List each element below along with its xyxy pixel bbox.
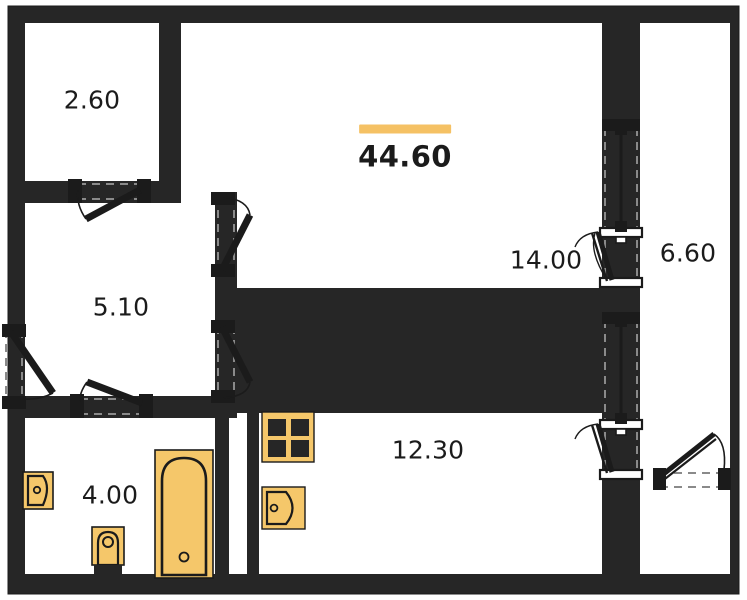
total-area-value: 44.60 bbox=[358, 139, 452, 174]
internal-walls bbox=[25, 23, 640, 586]
arc-hall-kitchen bbox=[223, 381, 251, 399]
wall-v-bedroomsmall-living bbox=[159, 23, 181, 192]
jamb-bedroom-small-left bbox=[68, 179, 82, 203]
leaf-hall-living bbox=[218, 213, 254, 272]
bathtub-icon bbox=[154, 449, 214, 579]
wall-v-corridor-right bbox=[247, 404, 259, 586]
wall-h-kitchen-bedroom bbox=[431, 288, 612, 318]
room-floor-living-ext bbox=[431, 23, 602, 288]
jamb-hall-kitchen-bottom bbox=[211, 390, 235, 403]
latch-balcony-upper-mid bbox=[615, 221, 627, 232]
total-area-badge: 44.60 bbox=[358, 124, 452, 174]
arc-entrance bbox=[23, 392, 54, 400]
handle-balcony-lower bbox=[615, 428, 627, 436]
arc-bedroom-balcony bbox=[713, 433, 726, 471]
wall-v-balcony-upper bbox=[602, 23, 640, 126]
jamb-entrance-bottom bbox=[2, 396, 26, 409]
total-area-accent-bar bbox=[358, 124, 451, 134]
room-label-bathroom: 4.00 bbox=[81, 480, 139, 510]
jamb-hall-living-top bbox=[211, 192, 235, 205]
wall-h-living-bedroom bbox=[227, 288, 431, 306]
balcony-glazing bbox=[574, 119, 644, 481]
swing-arc-balcony-upper bbox=[574, 231, 599, 248]
latch-balcony-upper-top bbox=[615, 124, 627, 135]
jamb-bedroom-balcony-right bbox=[718, 468, 731, 490]
door-leaf-balcony-lower bbox=[590, 423, 615, 474]
room-floor-bedroom-small bbox=[25, 23, 159, 183]
room-label-hall: 5.10 bbox=[92, 292, 150, 322]
toilet-icon bbox=[91, 526, 125, 574]
door-leaves bbox=[8, 186, 726, 483]
wall-h-bedroomsmall-hall bbox=[25, 181, 181, 203]
handle-balcony-upper bbox=[615, 236, 627, 244]
room-floor-balcony bbox=[640, 23, 730, 574]
room-label-bedroom-small: 2.60 bbox=[63, 85, 121, 115]
leaf-hall-kitchen bbox=[218, 325, 254, 384]
fixtures bbox=[22, 411, 315, 579]
leaf-entrance bbox=[8, 330, 56, 395]
jamb-bathroom-left bbox=[70, 394, 84, 418]
washbasin-icon bbox=[22, 471, 54, 510]
latch-balcony-lower-mid bbox=[615, 413, 627, 424]
room-floor-hall bbox=[25, 192, 215, 404]
sill-balcony-upper-bottom bbox=[598, 276, 644, 289]
swing-arc-balcony-lower bbox=[574, 423, 599, 440]
door-leaf-balcony-upper bbox=[590, 231, 615, 282]
leaf-bathroom bbox=[85, 378, 144, 407]
kitchen-sink-icon bbox=[261, 486, 306, 530]
wall-v-balcony-lower bbox=[602, 477, 640, 574]
room-label-kitchen-living: 14.00 bbox=[509, 245, 583, 275]
wall-v-bathroom-right bbox=[215, 404, 229, 586]
stove-icon bbox=[261, 411, 315, 463]
jamb-bedroom-small-right bbox=[137, 179, 151, 203]
arc-bathroom bbox=[79, 381, 88, 403]
room-floor-corridor bbox=[227, 413, 249, 574]
latch-balcony-lower-top bbox=[615, 316, 627, 327]
room-label-bedroom-main: 12.30 bbox=[391, 435, 465, 465]
sill-balcony-lower-bottom bbox=[598, 468, 644, 481]
arc-hall-living bbox=[223, 196, 251, 216]
arc-bedroom-small bbox=[76, 189, 87, 220]
jamb-bathroom-right bbox=[139, 394, 153, 418]
room-label-balcony: 6.60 bbox=[659, 238, 717, 268]
door-openings bbox=[5, 128, 724, 488]
leaf-bedroom-balcony bbox=[659, 432, 717, 483]
leaf-bedroom-small bbox=[84, 186, 142, 223]
